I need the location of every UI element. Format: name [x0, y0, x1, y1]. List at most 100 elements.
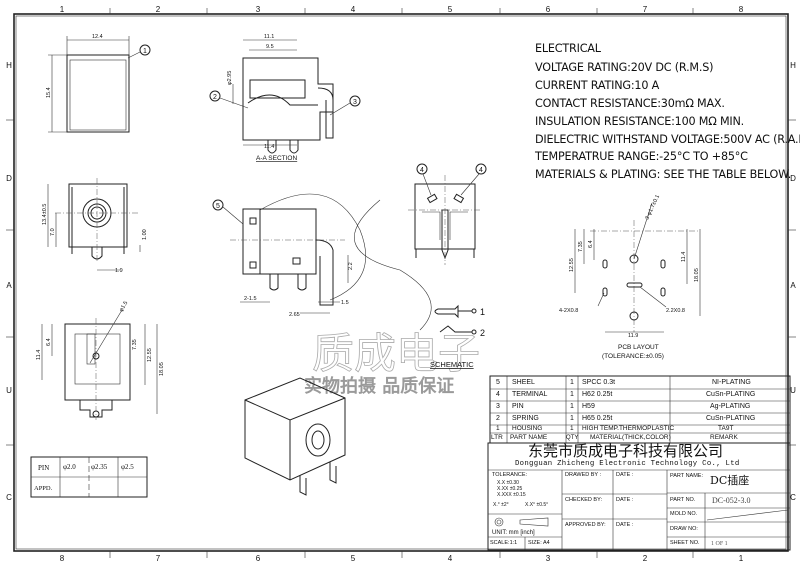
svg-text:4-2X0.8: 4-2X0.8: [559, 308, 578, 314]
bom-part-name: TERMINAL: [512, 391, 548, 398]
bom-remark: CuSn-PLATING: [706, 415, 756, 422]
approved-by-label: APPROVED BY:: [565, 522, 606, 528]
svg-text:ELECTRICAL: ELECTRICAL: [535, 42, 602, 55]
svg-text:7.35: 7.35: [578, 241, 584, 252]
bom-part-name: SHEEL: [512, 379, 535, 386]
zone-label: 3: [256, 5, 261, 14]
drawing-frame: 1 2 3 4 5 6 7 8 8 7 6 5 4 3 2 1 H D A U …: [6, 5, 796, 563]
svg-text:质成电子: 质成电子: [312, 329, 480, 378]
bom-material: H59: [582, 403, 595, 410]
svg-text:11.9: 11.9: [628, 333, 638, 339]
bom-remark: CuSn-PLATING: [706, 391, 756, 398]
mold-no-label: MOLD NO.: [670, 511, 698, 517]
front-view: 13.4±0.5 7.0 1.00 1.9: [42, 178, 148, 274]
svg-text:6.4: 6.4: [46, 338, 52, 346]
svg-text:7.35: 7.35: [132, 339, 138, 350]
svg-text:PIN: PIN: [38, 464, 49, 472]
svg-text:TEMPERATRUE RANGE:-25°C TO +85: TEMPERATRUE RANGE:-25°C TO +85°C: [534, 150, 748, 163]
bom-part-name: SPRING: [512, 415, 539, 422]
zone-label: D: [6, 174, 12, 183]
size: SIZE: A4: [528, 540, 550, 546]
svg-text:PCB LAYOUT: PCB LAYOUT: [618, 344, 659, 351]
svg-text:A-A SECTION: A-A SECTION: [256, 155, 297, 162]
bom-remark: Ag-PLATING: [710, 403, 751, 410]
date-label: DATE :: [616, 522, 634, 528]
zone-label: 5: [448, 5, 453, 14]
svg-text:INSULATION RESISTANCE:100 MΩ M: INSULATION RESISTANCE:100 MΩ MIN.: [535, 115, 744, 128]
svg-text:2-1.5: 2-1.5: [244, 296, 257, 302]
zone-label: 6: [256, 554, 261, 563]
svg-text:12.55: 12.55: [569, 258, 575, 272]
svg-text:12.4: 12.4: [92, 34, 103, 40]
svg-text:5: 5: [216, 203, 220, 210]
svg-text:7.0: 7.0: [50, 228, 56, 236]
date-label: DATE :: [616, 472, 634, 478]
watermark: 质成电子 实物拍摄 品质保证: [259, 193, 480, 397]
tolerance-value: X.X ±0.30: [497, 480, 519, 486]
angle-tolerance: X.X° ±0.5°: [525, 502, 549, 508]
bom-qty: 1: [570, 379, 574, 386]
bom-part-name: PIN: [512, 403, 524, 410]
svg-text:2.65: 2.65: [289, 312, 300, 318]
svg-text:4: 4: [420, 167, 424, 174]
bom-material: SPCC 0.3t: [582, 379, 616, 386]
zone-label: 6: [546, 5, 551, 14]
zone-label: 7: [156, 554, 161, 563]
bom-part-name: HOUSING: [512, 425, 543, 432]
unit: UNIT: mm [inch]: [492, 530, 535, 536]
zone-label: U: [790, 386, 796, 395]
bom-ltr: 1: [496, 425, 500, 432]
bottom-view: φ1.5 11.4 6.4 7.35 12.55 18.05: [36, 300, 165, 420]
bom-qty: 1: [570, 425, 574, 432]
bom-ltr: 5: [496, 379, 500, 386]
zone-label: D: [790, 174, 796, 183]
bom-material: H62 0.25t: [582, 391, 613, 398]
svg-text:φ2.5: φ2.5: [121, 463, 134, 471]
angle-tolerance: X.° ±2°: [493, 502, 509, 508]
svg-text:1: 1: [143, 48, 147, 55]
svg-text:2: 2: [213, 94, 217, 101]
zone-label: A: [790, 281, 796, 290]
part-no-value: DC-052-3.0: [712, 496, 751, 505]
svg-text:18.05: 18.05: [694, 268, 700, 282]
svg-text:SCHEMATIC: SCHEMATIC: [430, 360, 474, 369]
svg-text:18.05: 18.05: [159, 362, 165, 376]
svg-text:11.4: 11.4: [681, 252, 687, 262]
rear-view: 4 4: [408, 163, 487, 265]
company-name-en: Dongguan Zhicheng Electronic Technology …: [515, 460, 740, 468]
bom-ltr: 3: [496, 403, 500, 410]
svg-text:φ2.35: φ2.35: [91, 463, 108, 471]
bom-remark: TA9T: [718, 425, 734, 432]
zone-label: 7: [643, 5, 648, 14]
bom-table: [489, 375, 791, 444]
svg-text:15.4: 15.4: [46, 87, 52, 98]
zone-label: 3: [546, 554, 551, 563]
checked-by-label: CHECKED BY:: [565, 497, 602, 503]
zone-label: A: [6, 281, 12, 290]
bom-qty: 1: [570, 391, 574, 398]
svg-text:CONTACT RESISTANCE:30mΩ MAX.: CONTACT RESISTANCE:30mΩ MAX.: [535, 97, 725, 110]
part-no-label: PART NO.: [670, 497, 696, 503]
zone-label: U: [6, 386, 12, 395]
svg-text:1.5: 1.5: [341, 300, 349, 306]
svg-text:2: 2: [480, 328, 485, 338]
zone-label: 2: [156, 5, 161, 14]
section-view: 11.1 9.5 11.4 φ2.95 2 3 A-A SECTION: [209, 34, 361, 162]
part-name-label: PART NAME:: [670, 473, 704, 479]
svg-text:2.2: 2.2: [348, 262, 354, 270]
svg-text:11.1: 11.1: [264, 34, 274, 40]
zone-label: C: [6, 493, 12, 502]
svg-text:6.4: 6.4: [588, 240, 594, 248]
tolerance-value: X.XX ±0.25: [497, 486, 523, 492]
svg-text:VOLTAGE RATING:20V DC (R.M.S): VOLTAGE RATING:20V DC (R.M.S): [535, 61, 713, 74]
zone-label: 5: [351, 554, 356, 563]
draw-no-label: DRAW NO:: [670, 526, 698, 532]
svg-text:11.4: 11.4: [36, 350, 42, 360]
zone-label: C: [790, 493, 796, 502]
zone-label: 2: [643, 554, 648, 563]
schematic: 1 2 SCHEMATIC: [430, 304, 485, 369]
svg-text:φ2.0: φ2.0: [63, 463, 76, 471]
svg-text:φ2.95: φ2.95: [227, 71, 233, 85]
side-view: 2.2 2-1.5 1.5 2.65 5: [212, 199, 354, 318]
